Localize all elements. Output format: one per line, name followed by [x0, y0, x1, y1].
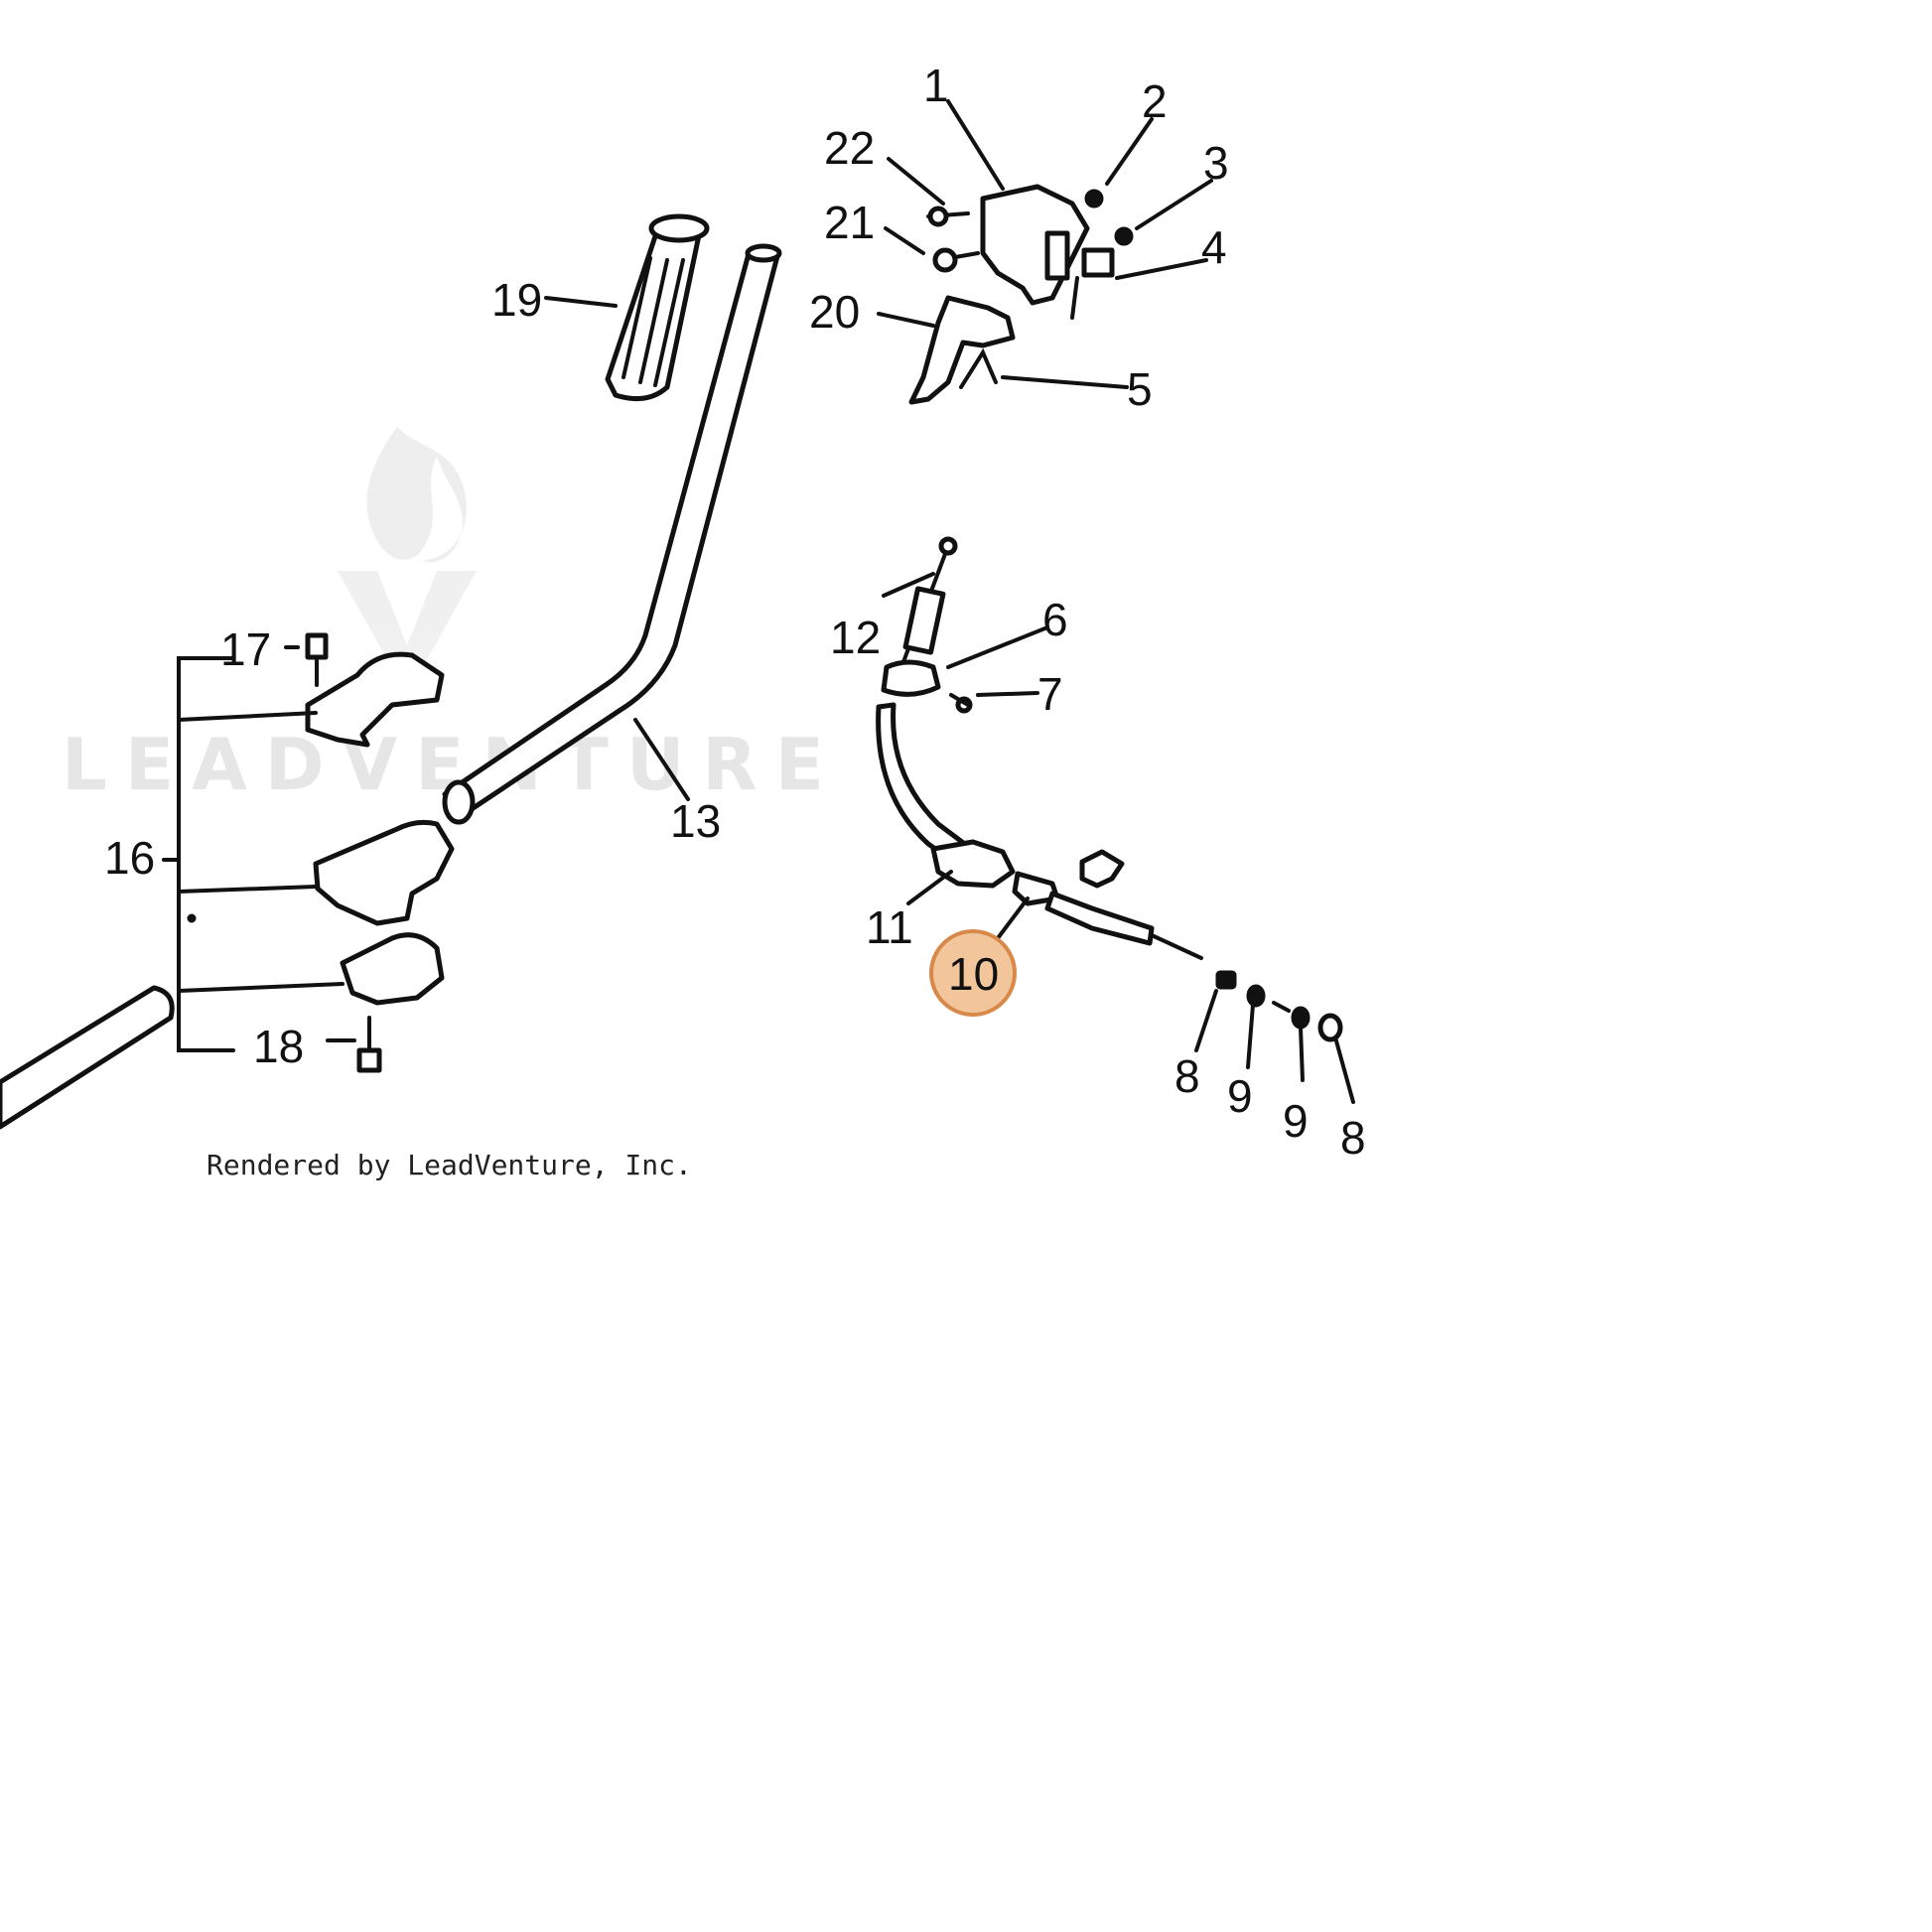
label-1: 1	[923, 60, 949, 111]
ball-2	[1084, 189, 1104, 208]
label-9b: 9	[1283, 1095, 1309, 1147]
label-2: 2	[1142, 75, 1168, 127]
pin-22	[926, 206, 970, 227]
nut-8a	[1215, 970, 1237, 990]
label-12: 12	[830, 612, 881, 663]
label-21: 21	[824, 197, 875, 248]
label-8b: 8	[1340, 1112, 1366, 1164]
label-17: 17	[220, 623, 271, 675]
cable-assembly	[876, 536, 1203, 960]
label-13: 13	[670, 795, 721, 847]
leader-lines	[544, 99, 1355, 1104]
label-9a: 9	[1227, 1070, 1253, 1122]
lever-20	[908, 295, 1016, 405]
label-3: 3	[1203, 137, 1229, 189]
nut-8b	[1317, 1013, 1343, 1042]
callout-labels: 1 2 3 4 5 6 7 8 8 9 9 10 11 12 13 16 17 …	[104, 60, 1366, 1164]
label-8a: 8	[1174, 1050, 1200, 1102]
bolt-21	[932, 247, 980, 273]
label-5: 5	[1127, 363, 1153, 415]
label-19: 19	[491, 274, 542, 326]
washer-9b	[1291, 1006, 1311, 1030]
label-4: 4	[1201, 221, 1227, 273]
watermark: LEADVENTURE	[62, 427, 842, 806]
grip-19	[605, 213, 710, 402]
washer-9a	[1246, 984, 1266, 1008]
credit-text: Rendered by LeadVenture, Inc.	[207, 1149, 692, 1181]
clamp-assembly-16	[162, 651, 455, 1052]
bolt-17	[284, 632, 329, 687]
bolt-18	[326, 1016, 382, 1073]
label-20: 20	[809, 286, 860, 338]
highlight-marker	[929, 929, 1017, 1017]
label-22: 22	[824, 122, 875, 174]
handlebar-tube-right	[0, 985, 175, 1130]
label-16: 16	[104, 832, 155, 884]
handlebar-tube-13	[442, 243, 782, 825]
flame-logo-icon	[338, 427, 477, 695]
label-7: 7	[1037, 668, 1063, 720]
lever-bracket-1	[980, 184, 1115, 320]
label-18: 18	[253, 1021, 304, 1072]
label-11: 11	[866, 901, 913, 953]
watermark-text: LEADVENTURE	[62, 723, 842, 806]
label-10: 10	[948, 948, 999, 1000]
label-6: 6	[1042, 594, 1068, 645]
ball-3	[1114, 226, 1134, 246]
